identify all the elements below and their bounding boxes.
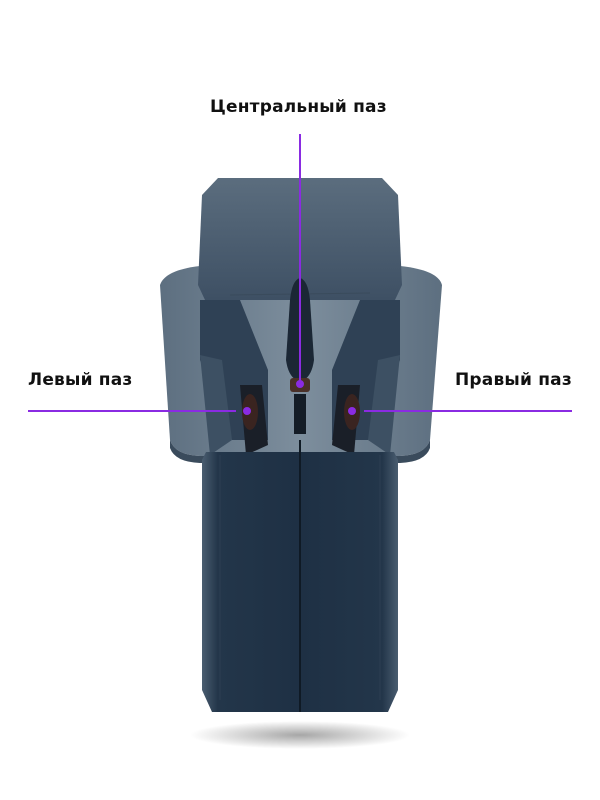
center-slot-line bbox=[299, 134, 301, 384]
right-slot-line bbox=[364, 410, 572, 412]
left-slot-line bbox=[28, 410, 236, 412]
center-slot-marker bbox=[296, 380, 304, 388]
right-slot-marker bbox=[348, 407, 356, 415]
left-slot-marker bbox=[243, 407, 251, 415]
left-slot-label: Левый паз bbox=[28, 370, 133, 390]
center-slot-label: Центральный паз bbox=[210, 97, 387, 117]
right-slot-label: Правый паз bbox=[455, 370, 572, 390]
